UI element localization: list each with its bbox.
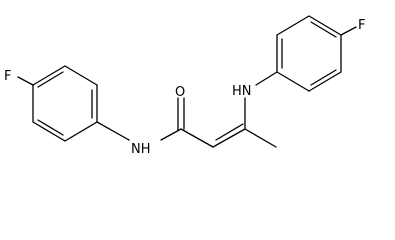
molecule-structure-diagram: F NH O HN F: [4, 15, 365, 157]
bond-methyl: [244, 128, 277, 148]
bond-amine-ring: [255, 71, 278, 86]
fluorine-left-label: F: [4, 69, 11, 84]
left-fluorophenyl-ring: [32, 65, 98, 142]
oxygen-label: O: [175, 85, 185, 100]
right-fluorophenyl-ring: [276, 15, 342, 92]
amide-nh-label: NH: [131, 142, 151, 157]
amine-hn-label: HN: [232, 84, 252, 99]
bond-left-c-f: [17, 76, 34, 86]
carbonyl-double-bond: [177, 97, 185, 132]
bond-carbonyl-vinyl: [180, 128, 214, 148]
bond-ring-amide-n: [96, 121, 130, 141]
vinyl-double-bond: [212, 123, 246, 148]
bond-right-c-f: [340, 26, 357, 36]
fluorine-right-label: F: [358, 18, 365, 33]
